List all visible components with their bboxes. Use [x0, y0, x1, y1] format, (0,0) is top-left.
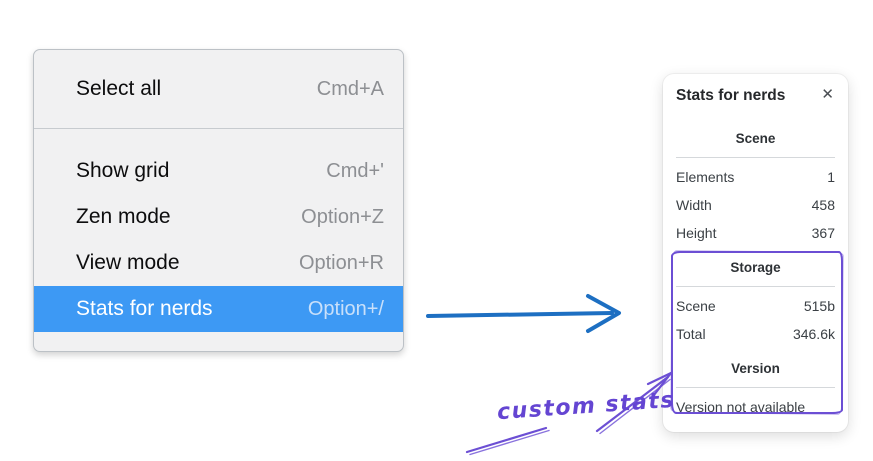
stat-label: Total	[676, 326, 706, 342]
stat-row: Height 367	[676, 225, 835, 242]
menu-item-label: View mode	[76, 251, 180, 274]
stat-row: Width 458	[676, 197, 835, 214]
menu-separator	[34, 128, 403, 129]
context-menu-section-bottom: Show grid Cmd+' Zen mode Option+Z View m…	[34, 129, 403, 351]
menu-item-shortcut: Option+Z	[301, 205, 384, 228]
stats-section-scene: Scene Elements 1 Width 458 Height 367	[676, 130, 835, 242]
stat-value: 367	[811, 225, 835, 241]
close-icon[interactable]: ✕	[821, 86, 834, 103]
context-menu-section-top: Select all Cmd+A	[34, 50, 403, 128]
stat-label: Width	[676, 197, 712, 213]
annotation-text: custom stats	[496, 387, 676, 426]
menu-item-shortcut: Cmd+A	[316, 77, 384, 100]
menu-item-show-grid[interactable]: Show grid Cmd+'	[34, 148, 403, 194]
stats-for-nerds-panel: Stats for nerds ✕ Scene Elements 1 Width…	[663, 74, 848, 432]
stats-section-storage: Storage Scene 515b Total 346.6k	[676, 259, 835, 343]
menu-item-zen-mode[interactable]: Zen mode Option+Z	[34, 194, 403, 240]
section-heading: Version	[731, 361, 780, 376]
menu-item-label: Show grid	[76, 159, 170, 182]
stat-row: Total 346.6k	[676, 326, 835, 343]
blue-pointer-arrow	[426, 294, 621, 333]
version-note: Version not available	[676, 399, 806, 415]
context-menu: Select all Cmd+A Show grid Cmd+' Zen mod…	[33, 49, 404, 352]
section-divider	[676, 157, 835, 158]
stat-value: 515b	[803, 298, 835, 314]
stats-panel-title: Stats for nerds	[676, 87, 786, 104]
section-divider	[676, 387, 835, 388]
menu-item-label: Select all	[76, 77, 162, 100]
stat-row: Elements 1	[676, 169, 835, 186]
menu-item-label: Zen mode	[76, 205, 171, 228]
stat-row: Scene 515b	[676, 298, 835, 315]
stat-label: Scene	[676, 298, 716, 314]
menu-item-shortcut: Option+R	[298, 251, 384, 274]
stats-section-version: Version Version not available	[676, 360, 835, 416]
stat-label: Height	[676, 225, 717, 241]
menu-item-label: Stats for nerds	[76, 297, 213, 320]
stat-value: 1	[827, 169, 835, 185]
menu-item-select-all[interactable]: Select all Cmd+A	[34, 66, 403, 112]
stat-value: 458	[811, 197, 835, 213]
menu-item-view-mode[interactable]: View mode Option+R	[34, 240, 403, 286]
stat-value: 346.6k	[792, 326, 835, 342]
section-heading: Scene	[735, 131, 776, 146]
menu-item-shortcut: Cmd+'	[326, 159, 384, 182]
section-heading: Storage	[730, 260, 781, 275]
section-divider	[676, 286, 835, 287]
menu-item-shortcut: Option+/	[307, 297, 384, 320]
menu-item-stats-for-nerds[interactable]: Stats for nerds Option+/	[34, 286, 403, 332]
stats-panel-header: Stats for nerds ✕	[676, 86, 835, 105]
stat-label: Elements	[676, 169, 735, 185]
